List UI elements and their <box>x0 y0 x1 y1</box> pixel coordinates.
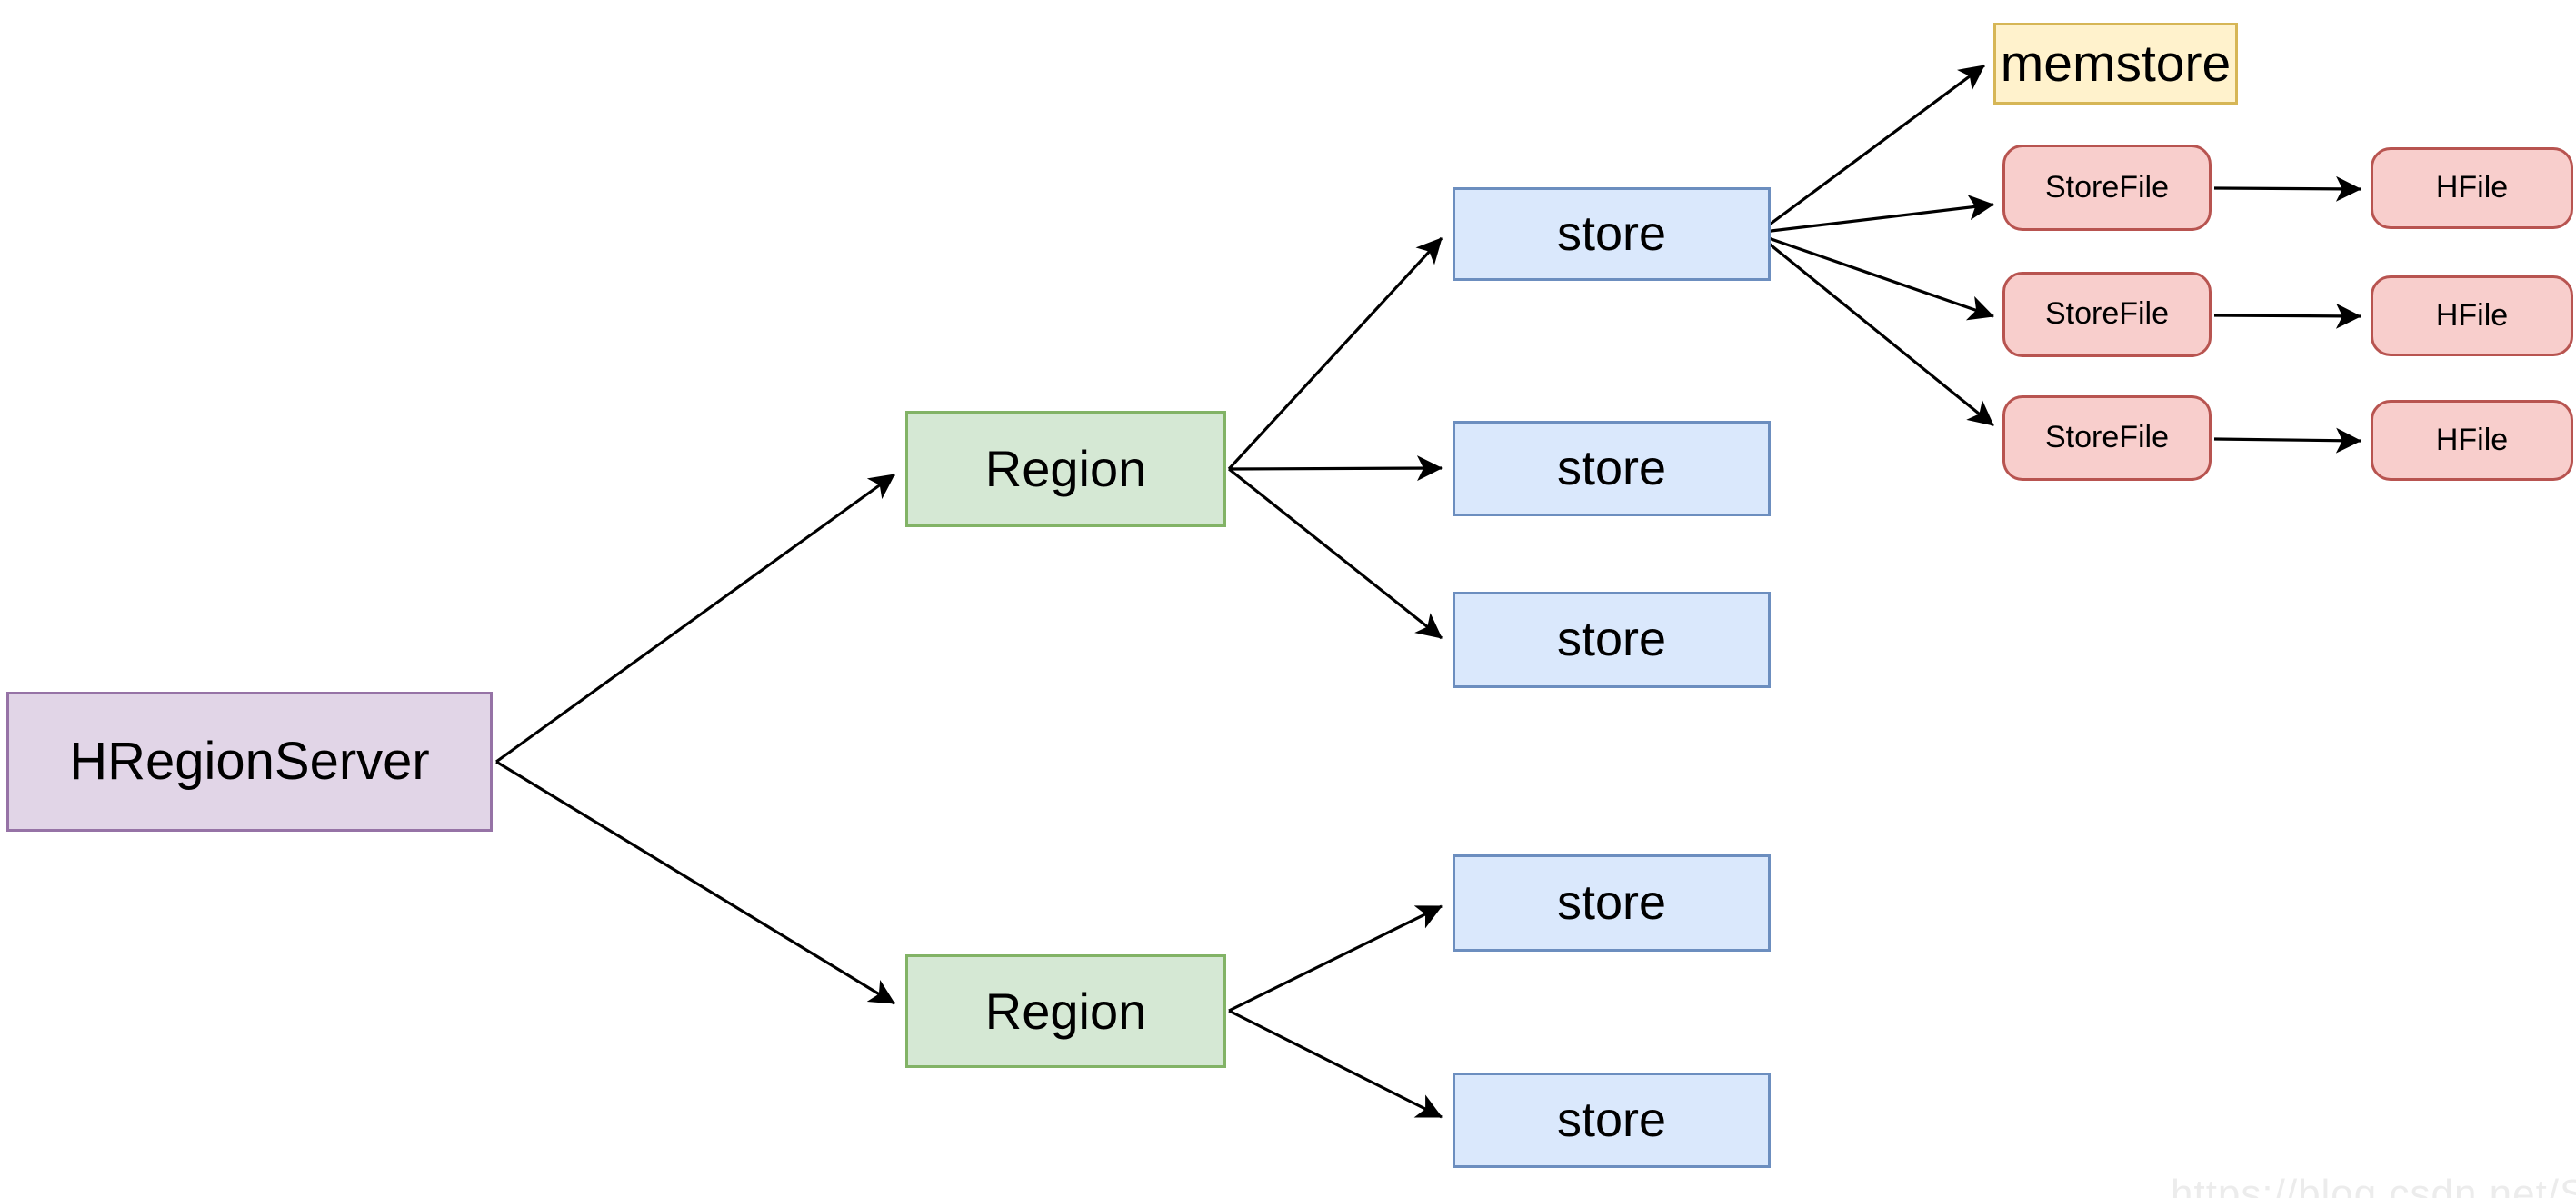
node-label-storefile-1: StoreFile <box>2044 169 2170 205</box>
edge-store1-to-storefile1 <box>1762 195 1994 234</box>
edge-store1-to-storefile3 <box>1762 237 1995 427</box>
node-label-storefile-3: StoreFile <box>2044 420 2170 455</box>
edge-hrs-to-region1 <box>495 473 895 764</box>
node-storefile-3: StoreFile <box>2002 395 2212 481</box>
node-store-3: store <box>1453 592 1771 688</box>
node-label-store-3: store <box>1556 612 1667 667</box>
edge-hrs-to-region2 <box>495 760 895 1005</box>
edge-storefile1-to-hfile1 <box>2213 175 2361 202</box>
node-label-region-2: Region <box>984 982 1147 1040</box>
node-label-hfile-2: HFile <box>2435 297 2509 333</box>
node-region-1: Region <box>905 411 1226 527</box>
edge-storefile2-to-hfile2 <box>2213 303 2361 329</box>
node-hfile-3: HFile <box>2371 400 2573 481</box>
node-label-memstore: memstore <box>2000 34 2232 93</box>
node-hfile-2: HFile <box>2371 275 2573 356</box>
node-label-hfile-1: HFile <box>2435 170 2509 205</box>
edge-region1-to-store3 <box>1228 467 1443 640</box>
edge-store1-to-storefile2 <box>1762 235 1994 321</box>
node-store-4: store <box>1453 854 1771 952</box>
node-label-storefile-2: StoreFile <box>2044 296 2170 332</box>
node-storefile-1: StoreFile <box>2002 145 2212 231</box>
node-hfile-1: HFile <box>2371 147 2573 229</box>
node-label-store-5: store <box>1556 1092 1667 1147</box>
node-label-region-1: Region <box>984 440 1147 498</box>
edge-region1-to-store1 <box>1227 236 1443 471</box>
node-label-hfile-3: HFile <box>2435 422 2509 457</box>
node-label-store-1: store <box>1556 205 1667 261</box>
node-label-store-2: store <box>1556 440 1667 495</box>
edge-storefile3-to-hfile3 <box>2213 427 2361 454</box>
node-store-5: store <box>1453 1073 1771 1168</box>
node-store-1: store <box>1453 187 1771 281</box>
node-hregionserver: HRegionServer <box>6 692 493 832</box>
edge-region2-to-store4 <box>1228 904 1443 1013</box>
edge-region1-to-store2 <box>1228 455 1443 482</box>
node-storefile-2: StoreFile <box>2002 272 2212 357</box>
edge-region2-to-store5 <box>1228 1009 1443 1119</box>
node-label-hregionserver: HRegionServer <box>69 732 430 792</box>
node-store-2: store <box>1453 421 1771 516</box>
node-region-2: Region <box>905 954 1226 1068</box>
node-memstore: memstore <box>1993 23 2238 105</box>
watermark-url: https://blog.csdn.net/Shockang <box>2171 1172 2576 1198</box>
edge-store1-to-memstore <box>1762 64 1985 231</box>
node-label-store-4: store <box>1556 874 1667 930</box>
